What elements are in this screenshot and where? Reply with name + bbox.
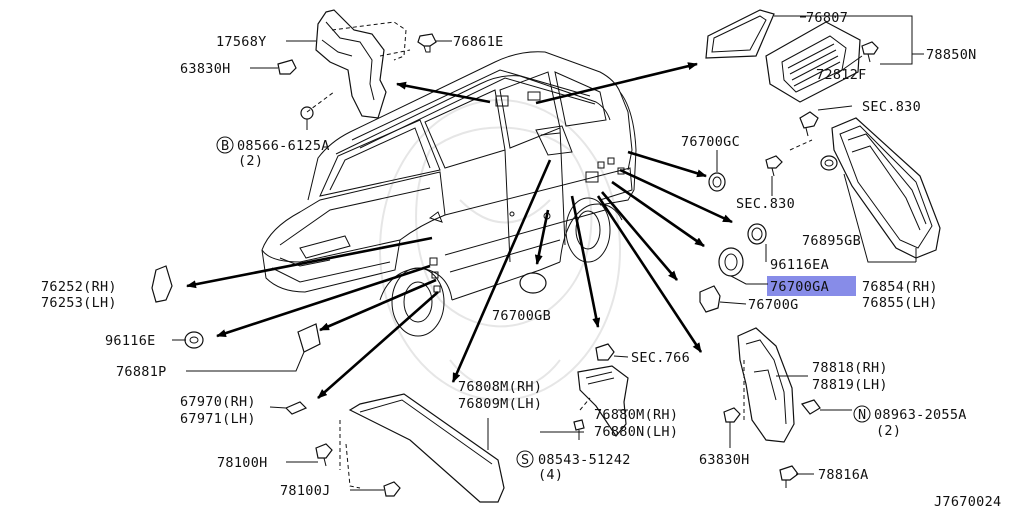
label-76880m: 76880M(RH) <box>594 407 678 423</box>
bolt-08566 <box>300 91 335 130</box>
label-78850n: 78850N <box>926 47 977 63</box>
circle-s-marker <box>516 450 534 468</box>
mudguard-76252 <box>151 265 173 303</box>
clip-72812f <box>861 41 879 63</box>
label-sec766: SEC.766 <box>631 350 690 366</box>
clip-78816a <box>779 465 799 488</box>
bolt-08963 <box>800 399 821 415</box>
plug-76700g <box>699 285 721 313</box>
plug-96116ea <box>747 223 767 245</box>
circle-n-marker <box>853 405 871 423</box>
fender-protector-78818 <box>737 327 795 443</box>
cap-76700gb <box>519 272 547 294</box>
label-76861e: 76861E <box>453 34 504 50</box>
label-circle-n: N <box>858 407 866 423</box>
clip-63830h-top <box>277 59 297 75</box>
label-67971: 67971(LH) <box>180 411 256 427</box>
grommet-96116e <box>184 331 204 349</box>
label-08543: 08543-51242 <box>538 452 631 468</box>
label-76881p: 76881P <box>116 364 167 380</box>
label-sec830-a: SEC.830 <box>862 99 921 115</box>
label-96116ea: 96116EA <box>770 257 829 273</box>
bracket-78850n <box>774 15 924 65</box>
clip-sec766 <box>595 343 615 361</box>
grommet-76895gb <box>820 155 838 171</box>
dash-leader-molding <box>339 420 361 489</box>
label-76252: 76252(RH) <box>41 279 117 295</box>
label-76854: 76854(RH) <box>862 279 938 295</box>
circle-b-marker <box>216 136 234 154</box>
leader-lines <box>172 16 863 491</box>
label-08566-qty: (2) <box>238 153 263 169</box>
garnish-76854 <box>831 117 941 259</box>
screw-08543 <box>573 397 591 440</box>
label-78819: 78819(LH) <box>812 377 888 393</box>
label-08543-qty: (4) <box>538 467 563 483</box>
bracket-76854 <box>843 173 917 263</box>
part-labels: 17568Y 76861E 63830H B 08566-6125A (2) 7… <box>41 10 1001 510</box>
clip-sec830-top <box>799 111 819 137</box>
clip-sec830-mid <box>765 139 813 177</box>
label-76895gb: 76895GB <box>802 233 861 249</box>
pad-76881p <box>297 323 321 353</box>
label-08963: 08963-2055A <box>874 407 967 423</box>
label-sec830-b: SEC.830 <box>736 196 795 212</box>
label-67970: 67970(RH) <box>180 394 256 410</box>
label-08963-qty: (2) <box>876 423 901 439</box>
highlight-box <box>767 276 856 296</box>
label-17568y: 17568Y <box>216 34 267 50</box>
gasket-76807 <box>705 9 775 59</box>
label-76253: 76253(LH) <box>41 295 117 311</box>
mudflap-76880m <box>577 365 629 438</box>
label-72812f: 72812F <box>816 67 867 83</box>
car-body-drawing <box>261 51 637 337</box>
clip-76861e <box>417 33 437 53</box>
label-76700gb: 76700GB <box>492 308 551 324</box>
label-76700g: 76700G <box>748 297 799 313</box>
label-76700ga: 76700GA <box>770 279 829 295</box>
label-96116e: 96116E <box>105 333 156 349</box>
label-76880n: 76880N(LH) <box>594 424 678 440</box>
label-08566: 08566-6125A <box>237 138 330 154</box>
label-78100h: 78100H <box>217 455 268 471</box>
louver-78850n <box>765 21 861 103</box>
label-circle-b: B <box>221 138 229 154</box>
label-76700gc: 76700GC <box>681 134 740 150</box>
label-63830h-top: 63830H <box>180 61 231 77</box>
indicator-arrows <box>186 62 733 399</box>
sill-molding-76808m <box>348 393 505 503</box>
label-76807: 76807 <box>806 10 848 26</box>
clip-78100j <box>383 481 401 497</box>
label-76808m: 76808M(RH) <box>458 379 542 395</box>
plug-76700gc <box>708 172 726 192</box>
label-78100j: 78100J <box>280 483 331 499</box>
diagram-id: J7670024 <box>934 494 1001 510</box>
plug-76700ga <box>718 247 768 285</box>
label-76809m: 76809M(LH) <box>458 396 542 412</box>
label-63830h-bot: 63830H <box>699 452 750 468</box>
label-78816a: 78816A <box>818 467 869 483</box>
splash-guard-part <box>315 9 411 119</box>
clip-78100h <box>315 443 333 467</box>
pad-67970 <box>284 401 308 415</box>
watermark-emblem <box>379 99 621 401</box>
label-circle-s: S <box>521 452 529 468</box>
label-76855: 76855(LH) <box>862 295 938 311</box>
label-78818: 78818(RH) <box>812 360 888 376</box>
clip-63830h-bot <box>723 407 741 432</box>
